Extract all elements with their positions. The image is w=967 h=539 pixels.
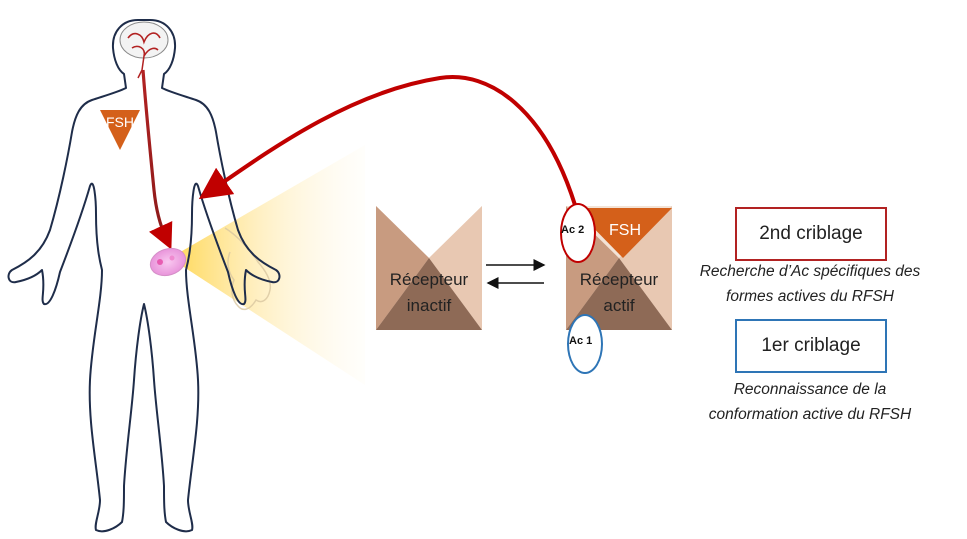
receptor-active-line1: Récepteur	[579, 270, 659, 289]
faint-hand	[224, 227, 272, 311]
screening-2-caption-line2: formes actives du RFSH	[726, 288, 894, 305]
ovary-icon	[149, 247, 187, 277]
antibody-ac2-label: Ac 2	[561, 224, 585, 236]
screening-1-caption-line1: Reconnaissance de la	[733, 381, 887, 398]
receptor-active: Récepteur actif	[566, 206, 672, 330]
fsh-triangle-chest	[100, 110, 140, 150]
antibody-ac1-label: Ac 1	[569, 335, 593, 347]
receptor-inactive-shape	[376, 206, 482, 330]
fsh-chest-label: FSH	[106, 114, 134, 130]
receptor-active-line2: actif	[603, 296, 635, 315]
receptor-inactive-line2: inactif	[406, 296, 452, 315]
receptor-inactive: Récepteur inactif	[376, 206, 482, 330]
blood-vessel	[141, 69, 173, 250]
screening-1-box: 1er criblage	[735, 319, 887, 373]
antibody-ac2	[560, 203, 596, 263]
screening-2-caption-line1: Recherche d’Ac spécifiques des	[699, 263, 921, 280]
human-body-outline	[7, 19, 281, 533]
screening-1-caption-line2: conformation active du RFSH	[708, 406, 912, 423]
feedback-arrow	[198, 75, 577, 206]
brain-icon	[119, 21, 169, 79]
antibody-ac1	[567, 314, 603, 374]
screening-2-box: 2nd criblage	[735, 207, 887, 261]
fsh-receptor-label: FSH	[609, 222, 641, 239]
fsh-triangle-receptor	[574, 208, 672, 258]
receptor-inactive-line1: Récepteur	[389, 270, 469, 289]
